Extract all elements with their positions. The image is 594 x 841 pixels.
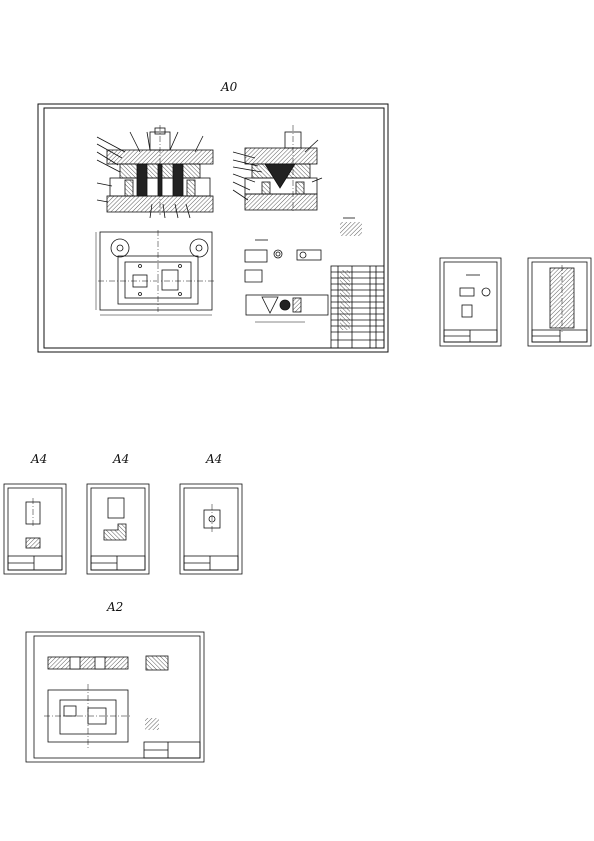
a0-parts-list <box>330 265 385 349</box>
die-front-section <box>96 125 214 219</box>
sheet-a4-2 <box>86 483 150 575</box>
sheet-a4-3 <box>179 483 243 575</box>
sheet-label-a0: A0 <box>221 80 238 94</box>
sheet-a4-1 <box>3 483 67 575</box>
sheet-small-1 <box>439 257 502 347</box>
sheet-a0 <box>37 103 389 353</box>
die-side-section <box>232 125 323 212</box>
strip-layout <box>244 239 329 323</box>
sheet-small-2 <box>527 257 592 347</box>
sheet-label-a2: A2 <box>107 600 124 614</box>
sheet-label-a4-3: A4 <box>206 452 223 466</box>
technical-notes <box>340 217 362 236</box>
sheet-label-a4-1: A4 <box>31 452 48 466</box>
die-plan-view <box>95 230 214 316</box>
sheet-a2 <box>25 631 205 763</box>
sheet-label-a4-2: A4 <box>113 452 130 466</box>
